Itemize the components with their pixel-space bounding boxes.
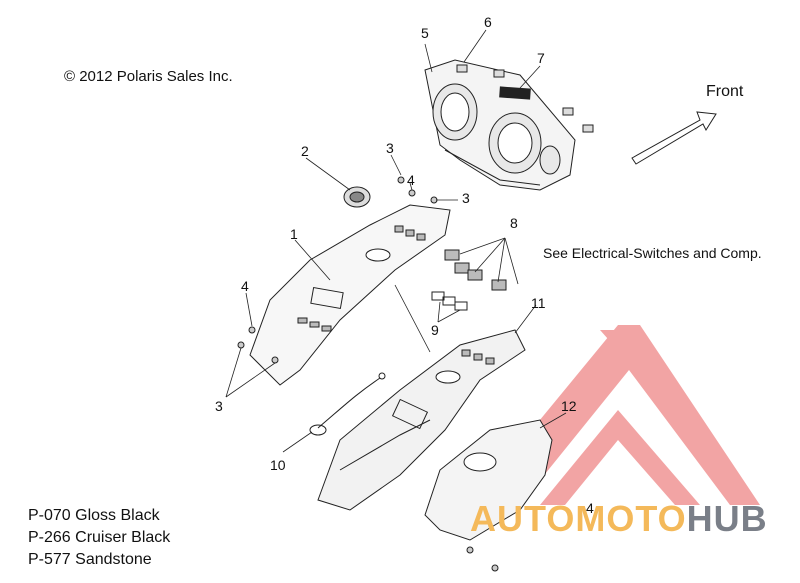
callout-11: 11 [531,295,546,311]
switches [444,249,507,291]
front-arrow [631,111,717,165]
callout-4: 4 [586,500,594,516]
watermark-text: AUTOMOTOHUB [470,498,768,540]
watermark-part-1: AUTOMOTO [470,498,687,539]
gauge-cluster-housing [424,59,576,191]
watermark-part-2: HUB [686,498,768,539]
wire-harness [309,372,386,436]
callout-6: 6 [484,14,492,30]
mounting-clips [456,64,594,133]
color-code-cruiser-black: P-266 Cruiser Black [28,529,171,546]
accessory-cap [343,186,371,208]
callout-1: 1 [290,226,298,242]
callout-4: 4 [241,278,249,294]
color-code-gloss-black: P-070 Gloss Black [28,507,160,524]
callout-3: 3 [215,398,223,414]
callout-4: 4 [407,172,415,188]
leader-lines [225,29,567,453]
switch-bezels [431,291,468,311]
callout-7: 7 [537,50,545,66]
main-console [249,204,451,386]
callout-12: 12 [561,398,577,414]
lower-console [317,329,526,511]
callout-3: 3 [386,140,394,156]
indicator-lens [499,86,531,100]
lower-bracket [424,419,553,572]
callout-9: 9 [431,322,439,338]
copyright-notice: © 2012 Polaris Sales Inc. [64,68,233,85]
front-direction-label: Front [706,83,744,100]
callout-2: 2 [301,143,309,159]
color-code-sandstone: P-577 Sandstone [28,551,152,568]
callout-10: 10 [270,457,286,473]
callout-8: 8 [510,215,518,231]
electrical-reference-note: See Electrical-Switches and Comp. [543,245,762,261]
callout-3: 3 [462,190,470,206]
callout-5: 5 [421,25,429,41]
